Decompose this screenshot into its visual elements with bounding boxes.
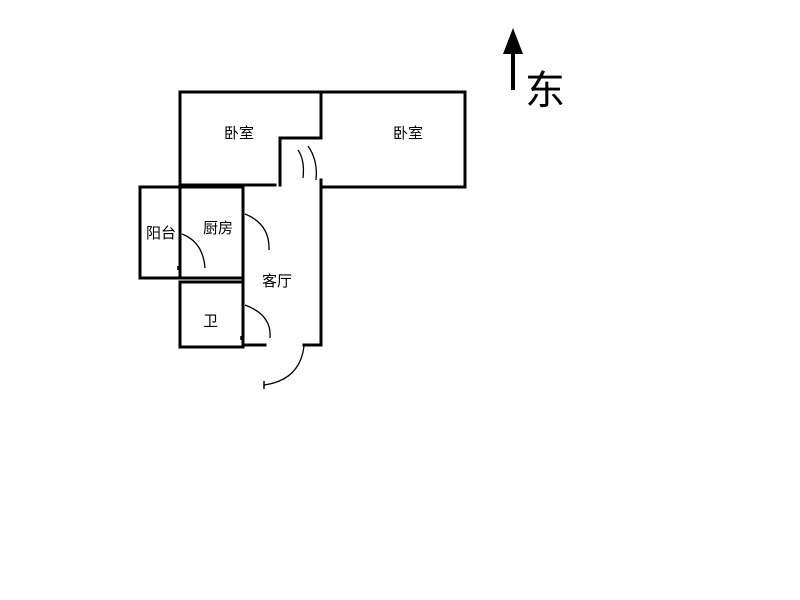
label-kitchen: 厨房 — [203, 219, 233, 237]
door-kitchen — [244, 213, 270, 251]
room-balcony: 阳台 — [138, 185, 182, 280]
wall-bathroom — [178, 280, 245, 349]
arrow-head-icon — [503, 28, 523, 54]
label-bedroom-right: 卧室 — [393, 124, 423, 142]
label-bedroom-left: 卧室 — [224, 124, 254, 142]
compass: 东 — [503, 28, 565, 114]
door-bedroom-right — [307, 145, 317, 181]
room-bathroom: 卫 — [178, 280, 245, 349]
door-balcony — [181, 233, 206, 269]
wall-living-right — [302, 185, 323, 347]
compass-direction-label: 东 — [525, 68, 565, 114]
room-living: 客厅 — [241, 185, 323, 347]
wall-bedroom-right — [319, 90, 467, 189]
label-living-room: 客厅 — [262, 272, 292, 290]
room-kitchen: 厨房 — [178, 185, 245, 280]
label-balcony: 阳台 — [146, 224, 176, 242]
room-bedroom-right: 卧室 — [319, 90, 467, 189]
doors — [177, 145, 317, 389]
wall-kitchen — [178, 185, 245, 280]
door-bathroom — [244, 304, 271, 339]
label-bathroom: 卫 — [203, 312, 218, 330]
door-bedroom-left — [297, 149, 305, 179]
door-entrance — [263, 345, 305, 386]
room-bedroom-left: 卧室 — [178, 90, 323, 187]
